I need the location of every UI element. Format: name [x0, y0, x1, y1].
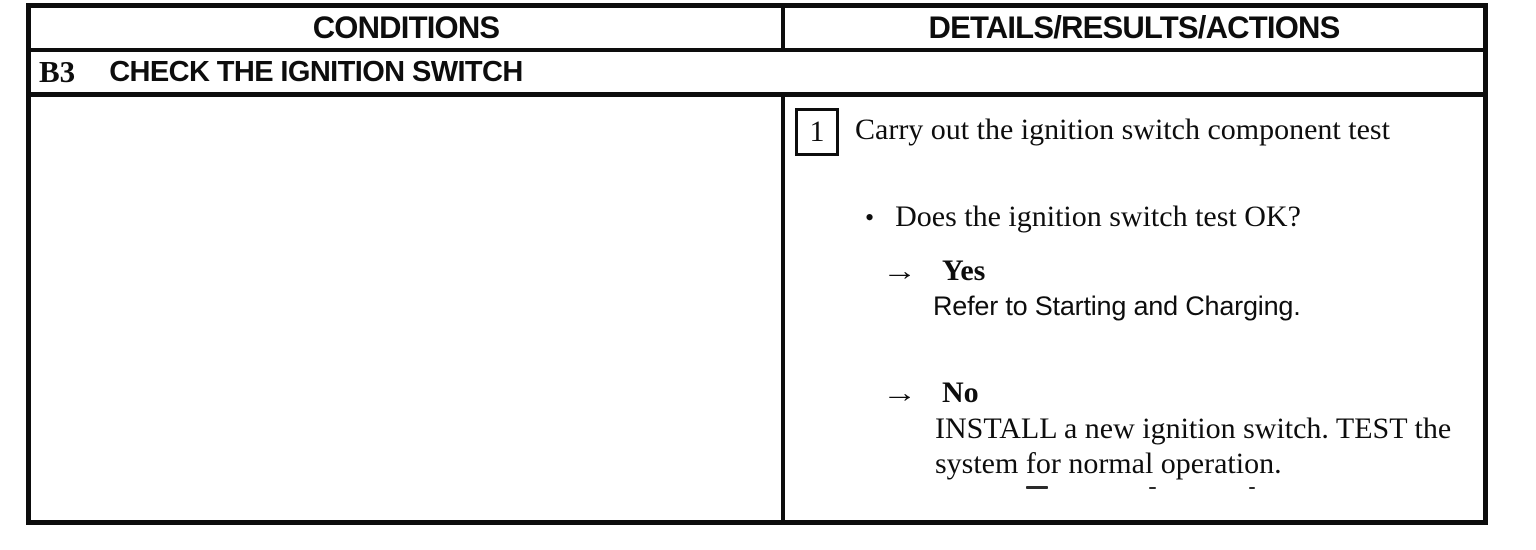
outcome-yes-label: Yes: [942, 254, 986, 287]
outcome-yes-action: Refer to Starting and Charging.: [933, 291, 1301, 321]
step-number: 1: [809, 115, 825, 148]
outcome-no-row: → No: [882, 376, 979, 410]
outcome-no-action: INSTALL a new ignition switch. TEST the …: [935, 411, 1480, 481]
outcome-no-label: No: [942, 376, 979, 409]
step-instruction: Carry out the ignition switch component …: [855, 113, 1390, 146]
conditions-cell-empty: [31, 97, 785, 520]
step-number-box: 1: [795, 108, 839, 156]
section-title: CHECK THE IGNITION SWITCH: [109, 55, 523, 88]
outcome-yes-row: → Yes: [882, 254, 985, 288]
scan-artifact-dash: [1149, 487, 1156, 489]
diagnostic-table: CONDITIONS DETAILS/RESULTS/ACTIONS B3 CH…: [26, 3, 1488, 525]
question-text: Does the ignition switch test OK?: [895, 200, 1301, 233]
table-body-row: 1 Carry out the ignition switch componen…: [31, 97, 1483, 520]
outcome-no-action-line-1: INSTALL a new ignition switch. TEST the: [935, 412, 1452, 445]
scan-artifact-dash: [1249, 487, 1255, 489]
outcome-no-action-line-2: system for normal operation.: [935, 447, 1282, 480]
scan-artifact-dashes: [785, 486, 1483, 490]
arrow-right-icon: →: [882, 378, 917, 409]
arrow-right-icon: →: [882, 256, 917, 287]
section-row: B3 CHECK THE IGNITION SWITCH: [31, 52, 1483, 97]
table-header-row: CONDITIONS DETAILS/RESULTS/ACTIONS: [31, 7, 1483, 52]
conditions-column-header: CONDITIONS: [31, 7, 785, 49]
question-row: • Does the ignition switch test OK?: [865, 200, 1301, 234]
details-results-actions-column-header: DETAILS/RESULTS/ACTIONS: [928, 9, 1340, 46]
bullet-icon: •: [865, 203, 875, 232]
details-cell: 1 Carry out the ignition switch componen…: [785, 97, 1483, 520]
scan-artifact-dash: [1026, 486, 1048, 489]
section-code: B3: [39, 54, 76, 89]
